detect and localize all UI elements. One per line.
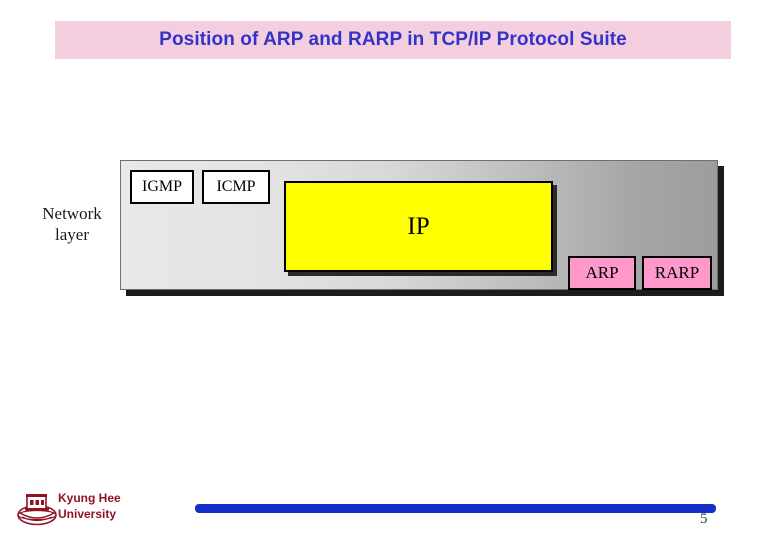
page-title: Position of ARP and RARP in TCP/IP Proto…	[159, 29, 627, 50]
slide-title-band: Position of ARP and RARP in TCP/IP Proto…	[55, 21, 731, 59]
protocol-box-rarp: RARP	[642, 256, 712, 290]
network-layer-label: Network layer	[42, 204, 102, 244]
protocol-box-icmp: ICMP	[202, 170, 270, 204]
kyung-hee-university-logo-icon	[17, 494, 57, 526]
page-number: 5	[700, 511, 708, 527]
protocol-box-ip: IP	[284, 181, 553, 272]
footer-rule-divider	[195, 504, 716, 513]
footer-university-name: Kyung Hee University	[58, 491, 121, 521]
protocol-box-igmp: IGMP	[130, 170, 194, 204]
protocol-box-arp: ARP	[568, 256, 636, 290]
